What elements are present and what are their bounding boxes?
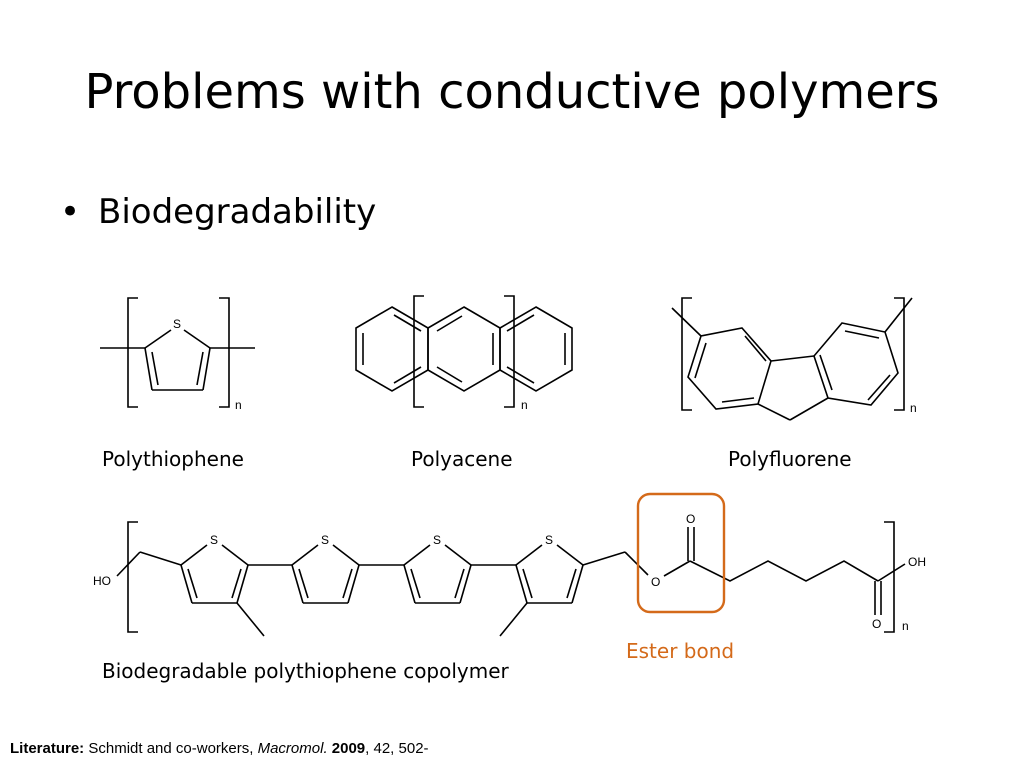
copolymer-ho-label: HO <box>93 574 111 588</box>
literature-journal: Macromol. <box>257 740 328 757</box>
polyfluorene-right-bracket <box>894 297 905 411</box>
polythiophene-right-bracket <box>219 297 230 408</box>
polyfluorene-caption: Polyfluorene <box>728 447 852 471</box>
polyacene-repeat-label: n <box>521 398 528 412</box>
polyfluorene-left-bracket <box>681 297 692 411</box>
copolymer-right-bracket <box>884 521 895 633</box>
polyacene-caption: Polyacene <box>411 447 513 471</box>
copolymer-left-bracket <box>127 521 138 633</box>
literature-authors: Schmidt and co-workers, <box>84 740 258 757</box>
polyacene-right-bracket <box>504 295 515 408</box>
polyfluorene-repeat-label: n <box>910 401 917 415</box>
polyacene-structure: n <box>355 295 573 412</box>
literature-reference: Literature: Schmidt and co-workers, Macr… <box>10 738 429 760</box>
polythiophene-sulfur-label: S <box>173 317 181 331</box>
slide-title: Problems with conductive polymers <box>84 64 940 120</box>
literature-year: 2009 <box>331 740 366 757</box>
ester-bond-label: Ester bond <box>626 639 735 663</box>
copolymer-oh-label: OH <box>908 555 926 569</box>
copolymer-sulfur-label-2: S <box>321 533 329 547</box>
polyacene-left-bracket <box>413 295 424 408</box>
copolymer-sulfur-label-3: S <box>433 533 441 547</box>
bullet-icon: • <box>60 192 81 232</box>
polythiophene-caption: Polythiophene <box>102 447 244 471</box>
copolymer-ester-oxygen-label: O <box>651 575 660 589</box>
copolymer-sulfur-label-4: S <box>545 533 553 547</box>
copolymer-acid-oxygen-label: O <box>872 617 881 631</box>
ester-bond-highlight-box <box>636 492 726 614</box>
polythiophene-structure: S n <box>100 297 255 412</box>
literature-pages: , 42, 502- <box>365 740 429 757</box>
literature-label: Literature: <box>10 740 85 757</box>
polythiophene-left-bracket <box>127 297 138 408</box>
copolymer-structure: HO S S S <box>93 492 926 637</box>
copolymer-caption: Biodegradable polythiophene copolymer <box>102 659 509 683</box>
copolymer-sulfur-label-1: S <box>210 533 218 547</box>
polythiophene-repeat-label: n <box>235 398 242 412</box>
copolymer-repeat-label: n <box>902 619 909 633</box>
bullet-item-biodegradability: • Biodegradability <box>60 190 376 234</box>
polyfluorene-structure: n <box>671 297 917 421</box>
bullet-text: Biodegradability <box>98 192 377 232</box>
copolymer-carbonyl-oxygen-label: O <box>686 512 695 526</box>
